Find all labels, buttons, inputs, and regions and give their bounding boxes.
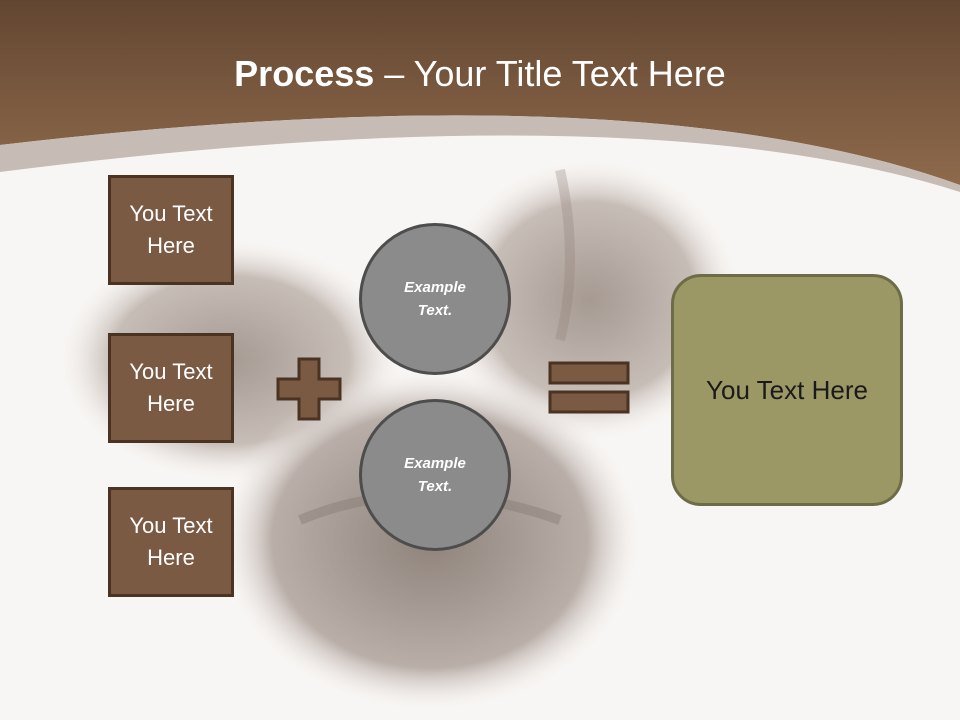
input-box-3: You Text Here (108, 487, 234, 597)
input-box-1: You Text Here (108, 175, 234, 285)
header-swoosh (0, 115, 960, 192)
example-circle-1-label: Example Text. (404, 279, 466, 319)
bean-back-right (440, 160, 740, 440)
example-circle-2-label: Example Text. (404, 455, 466, 495)
input-box-2-label: You Text Here (129, 359, 213, 416)
slide-title: Process – Your Title Text Here (0, 52, 960, 96)
input-box-3-label: You Text Here (129, 513, 213, 570)
input-box-2: You Text Here (108, 333, 234, 443)
title-rest: – Your Title Text Here (374, 53, 726, 94)
title-bold: Process (234, 53, 375, 94)
example-circle-2: Example Text. (359, 399, 511, 551)
equals-icon (548, 361, 630, 414)
header-band (0, 0, 960, 185)
result-box-label: You Text Here (706, 374, 868, 405)
result-box: You Text Here (671, 274, 903, 506)
input-box-1-label: You Text Here (129, 201, 213, 258)
plus-icon (276, 357, 342, 421)
example-circle-1: Example Text. (359, 223, 511, 375)
